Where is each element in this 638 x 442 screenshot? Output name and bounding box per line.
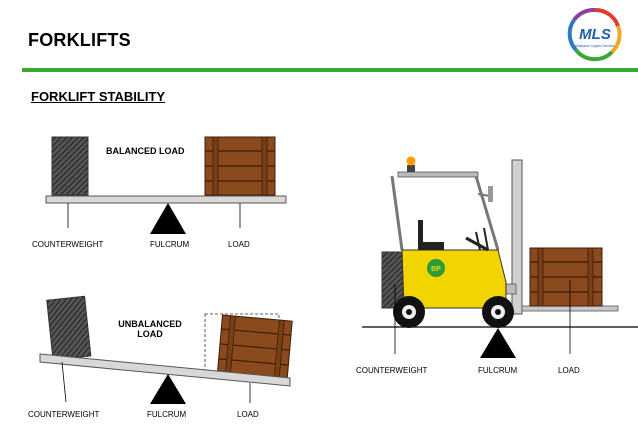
unbalanced-caption: UNBALANCED LOAD	[112, 319, 188, 339]
balanced-caption: BALANCED LOAD	[106, 146, 185, 156]
unbalanced-caption-line2: LOAD	[137, 329, 163, 339]
forklift-load-crate	[529, 247, 603, 307]
balanced-counterweight-label: COUNTERWEIGHT	[32, 240, 104, 249]
unbalanced-caption-line1: UNBALANCED	[118, 319, 182, 329]
section-subtitle: FORKLIFT STABILITY	[31, 89, 166, 104]
operator-seat	[418, 242, 444, 250]
forklift-scene: BP	[362, 156, 638, 358]
unbalanced-counterweight-block	[46, 295, 92, 361]
forklift-fulcrum-label: FULCRUM	[478, 366, 518, 375]
balanced-beam	[45, 195, 287, 204]
unbalanced-scene	[39, 295, 293, 404]
balanced-fulcrum-triangle	[150, 203, 186, 234]
overhead-guard	[397, 171, 479, 178]
balanced-load-label: LOAD	[228, 240, 250, 249]
unbalanced-counterweight-pointer	[61, 361, 67, 403]
balanced-fulcrum-label: FULCRUM	[150, 240, 190, 249]
forklift-load-label: LOAD	[558, 366, 580, 375]
balanced-scene	[45, 136, 287, 234]
unbalanced-counterweight-label: COUNTERWEIGHT	[28, 410, 100, 419]
balanced-counterweight-block	[51, 136, 89, 196]
unbalanced-load-label: LOAD	[237, 410, 259, 419]
unbalanced-fulcrum-triangle	[150, 374, 186, 404]
guard-front-post	[474, 175, 500, 251]
logo-text: MLS	[579, 26, 611, 43]
bp-badge-text: BP	[431, 266, 441, 273]
beacon-light	[406, 156, 416, 166]
balanced-crate	[204, 136, 276, 196]
page-title: FORKLIFTS	[28, 30, 131, 50]
mls-logo: MLS Malaysian Logistic Services	[567, 7, 622, 62]
guard-rear-post	[390, 175, 404, 251]
forklift-counterweight-label: COUNTERWEIGHT	[356, 366, 428, 375]
steering-wheel	[465, 236, 489, 252]
logo-tagline: Malaysian Logistic Services	[575, 44, 615, 48]
unbalanced-fulcrum-label: FULCRUM	[147, 410, 187, 419]
title-divider	[22, 68, 638, 72]
bp-badge	[427, 259, 445, 277]
rear-wheel	[393, 296, 425, 328]
mast	[511, 159, 523, 315]
forklift-fulcrum-triangle	[480, 328, 516, 358]
unbalanced-crate	[216, 314, 293, 380]
front-wheel	[482, 296, 514, 328]
unbalanced-beam	[39, 353, 291, 387]
